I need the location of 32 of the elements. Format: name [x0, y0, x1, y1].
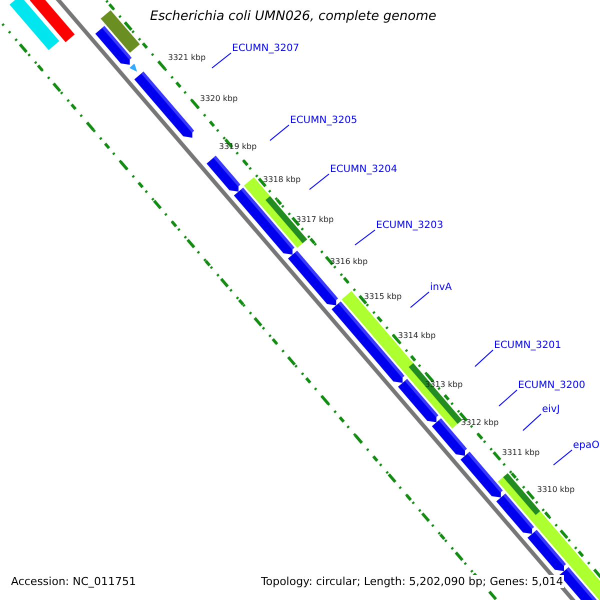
position-label: 3318 kbp [263, 176, 301, 184]
position-label: 3319 kbp [219, 143, 257, 151]
gene-label: ECUMN_3200 [518, 381, 586, 391]
leader-line [474, 350, 494, 367]
position-label: 3315 kbp [364, 293, 402, 301]
leader-line [498, 390, 518, 406]
gene-label: eivJ [542, 405, 560, 415]
gene-label: epaO [573, 441, 600, 451]
leader-line [522, 414, 542, 431]
gene-label: ECUMN_3204 [330, 165, 398, 175]
title: Escherichia coli UMN026, complete genome [150, 10, 436, 23]
leader-line [354, 230, 376, 246]
leader-line [553, 450, 572, 466]
genome-info-text: Accession: NC_011751 [10, 575, 138, 588]
gene-label: ECUMN_3203 [376, 221, 444, 231]
position-label: 3312 kbp [461, 419, 499, 427]
gene-label: ECUMN_3205 [290, 116, 358, 126]
leader-line [410, 292, 430, 308]
position-label: 3316 kbp [330, 258, 368, 266]
gene-label: ECUMN_3201 [494, 341, 562, 351]
leader-line [270, 124, 290, 141]
gene-label: ECUMN_3207 [232, 44, 300, 54]
leader-line [212, 52, 232, 68]
position-label: 3320 kbp [200, 95, 238, 103]
position-label: 3310 kbp [537, 486, 575, 494]
position-label: 3317 kbp [296, 216, 334, 224]
gene-label: invA [430, 283, 452, 293]
position-label: 3321 kbp [168, 54, 206, 62]
genome-info-text: Topology: circular; Length: 5,202,090 bp; Genes: 5,014 [260, 575, 564, 588]
position-label: 3314 kbp [398, 332, 436, 340]
leader-line [309, 174, 330, 190]
position-label: 3311 kbp [502, 449, 540, 457]
